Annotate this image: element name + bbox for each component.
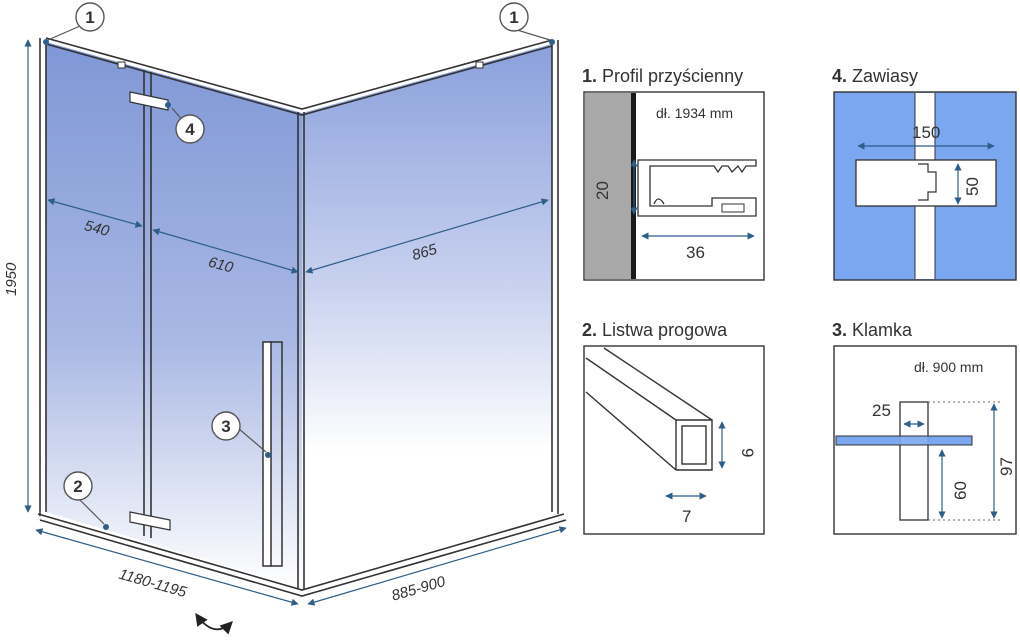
svg-text:1: 1 (509, 8, 518, 27)
svg-text:50: 50 (963, 177, 982, 196)
svg-text:2. Listwa progowa: 2. Listwa progowa (582, 320, 728, 340)
dim-left-panel: 540 (82, 217, 111, 240)
svg-text:4: 4 (185, 120, 195, 139)
enclosure (37, 37, 567, 597)
svg-text:3. Klamka: 3. Klamka (832, 320, 913, 340)
detail-profile: 1. Profil przyścienny dł. 1934 mm 36 20 (582, 66, 765, 281)
svg-text:dł. 900 mm: dł. 900 mm (914, 359, 983, 375)
swing-arrow (195, 612, 233, 635)
svg-text:20: 20 (593, 181, 612, 200)
svg-text:3: 3 (221, 417, 230, 436)
svg-text:150: 150 (912, 123, 940, 142)
callout-4: 4 (175, 114, 205, 144)
callout-1b: 1 (499, 2, 529, 32)
callout-3: 3 (211, 411, 241, 441)
dim-front-width: 1180-1195 (117, 566, 189, 602)
dim-height: 1950 (3, 262, 20, 296)
detail-handle: 3. Klamka dł. 900 mm 25 60 97 (832, 320, 1017, 535)
callout-2: 2 (63, 471, 93, 501)
dim-side-panel: 865 (410, 241, 439, 264)
svg-text:dł. 1934 mm: dł. 1934 mm (656, 105, 733, 121)
detail-threshold: 2. Listwa progowa 7 9 (582, 320, 765, 535)
front-glass (46, 42, 302, 588)
side-glass (302, 44, 552, 588)
svg-text:60: 60 (951, 481, 970, 500)
dimension-lines (24, 25, 567, 606)
svg-text:9: 9 (738, 448, 757, 457)
door-hinge-top (129, 91, 169, 111)
detail-hinges: 4. Zawiasy 150 50 (832, 66, 1017, 281)
dim-door: 610 (206, 254, 235, 277)
svg-text:36: 36 (686, 243, 705, 262)
svg-text:1. Profil przyścienny: 1. Profil przyścienny (582, 66, 743, 86)
svg-text:97: 97 (997, 457, 1016, 476)
svg-text:7: 7 (682, 507, 691, 526)
callout-1a: 1 (75, 2, 105, 32)
svg-text:4. Zawiasy: 4. Zawiasy (832, 66, 918, 86)
svg-text:25: 25 (872, 401, 891, 420)
svg-text:1: 1 (85, 8, 94, 27)
svg-text:2: 2 (73, 477, 82, 496)
